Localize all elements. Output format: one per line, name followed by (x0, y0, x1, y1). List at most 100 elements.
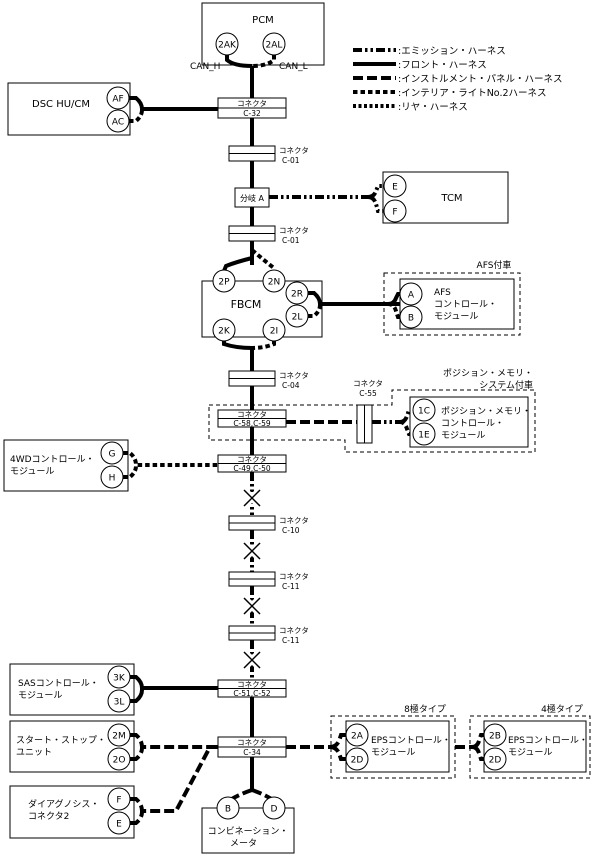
fbcm-pin-2k-label: 2K (218, 327, 231, 337)
break-mark (241, 649, 263, 671)
c10-code: C-10 (282, 526, 300, 535)
c4950-code: C-49,C-50 (233, 464, 271, 473)
diag-name-l1: ダイアグノシス・ (28, 798, 99, 810)
c11b-code: C-11 (282, 636, 300, 645)
connector-c32: コネクタ C-32 (217, 97, 287, 119)
start-stop-module: スタート・ストップ・ ユニット 2M 2O (9, 720, 218, 773)
meter-pin-b-label: B (225, 805, 231, 815)
sas-pin-3k-label: 3K (113, 674, 126, 684)
position-name-l3: モジュール (441, 431, 485, 441)
break-mark (241, 540, 263, 562)
c4950-label: コネクタ (237, 455, 267, 464)
break-mark (241, 595, 263, 617)
connector-c11-upper: コネクタ C-11 (228, 571, 309, 591)
meter-pin-b (216, 796, 240, 820)
eps-8pin-option: 8極タイプ 2A 2D EPSコントロール・ モジュール (330, 703, 456, 779)
eps4-name-l2: モジュール (508, 748, 552, 758)
c01b-label: コネクタ (279, 226, 309, 235)
c55-code: C-55 (359, 389, 377, 398)
combination-meter: B D コンビネーション・ メータ (201, 788, 295, 854)
c5859-code: C-58,C-59 (233, 419, 271, 428)
sas-pin-3l-label: 3L (114, 698, 125, 708)
position-name-l1: ポジション・メモリ・ (441, 406, 531, 417)
legend-rear-label: :リヤ・ハーネス (398, 102, 468, 113)
eps8-name-l2: モジュール (371, 748, 415, 758)
diag-pin-f-label: F (116, 796, 121, 806)
eps4-pin-2b (483, 723, 507, 747)
branch-a: 分岐 A (234, 187, 270, 208)
awd-name-l2: モジュール (10, 467, 54, 477)
c5152-label: コネクタ (237, 680, 267, 689)
pcm-pin-2ak-label: 2AK (218, 41, 237, 51)
start-name-l2: ユニット (16, 748, 52, 758)
afs-name-l2: コントロール・ (434, 300, 497, 310)
afs-name-l1: AFS (434, 288, 451, 298)
c10-label: コネクタ (279, 516, 309, 525)
start-pin-2m-label: 2M (112, 732, 126, 742)
tcm-title: TCM (440, 193, 462, 204)
fbcm-module: 2P 2N FBCM 2R 2L 2K 2I (201, 241, 323, 350)
dsc-module: DSC HU/CM AF AC (7, 82, 218, 136)
fbcm-pin-2i-label: 2I (270, 327, 278, 337)
awd-name-l1: 4WDコントロール・ (10, 455, 95, 465)
tcm-module: TCM E F (382, 171, 509, 224)
branch-a-label: 分岐 A (240, 193, 265, 203)
connector-c5859: コネクタ C-58,C-59 (217, 409, 287, 428)
afs-pin-b-label: B (408, 314, 414, 324)
legend-emission-label: :エミッション・ハーネス (398, 46, 506, 57)
start-name-l1: スタート・ストップ・ (16, 735, 106, 746)
fbcm-pin-2r-label: 2R (291, 290, 303, 300)
afs-pin-a (399, 282, 423, 306)
afs-wire (308, 291, 400, 306)
eps8-group-label: 8極タイプ (404, 703, 446, 715)
can-l-label: CAN_L (279, 62, 308, 72)
connector-c55: コネクタ C-55 (353, 379, 383, 444)
eps4-option-frame (469, 715, 591, 779)
position-group-l2: システム付車 (479, 379, 533, 391)
sas-name-l2: モジュール (18, 691, 62, 701)
connector-c5152: コネクタ C-51,C-52 (217, 679, 287, 698)
position-memory-option-frame (208, 389, 536, 453)
sas-module: SASコントロール・ モジュール 3K 3L (9, 663, 218, 716)
meter-pin-d (262, 796, 286, 820)
connector-c34: コネクタ C-34 (217, 736, 287, 758)
diag-name-l2: コネクタ2 (28, 811, 69, 822)
afs-module: AFS付車 A B AFS コントロール・ モジュール (383, 259, 521, 336)
c01a-label: コネクタ (279, 146, 309, 155)
connector-c01-lower: コネクタ C-01 (228, 225, 309, 245)
position-pin-1c (412, 398, 436, 422)
can-h-label: CAN_H (190, 62, 220, 72)
afs-group-label: AFS付車 (477, 259, 512, 271)
legend: :エミッション・ハーネス :フロント・ハーネス :インストルメント・パネル・ハー… (353, 46, 563, 113)
eps8-name-l1: EPSコントロール・ (371, 736, 451, 746)
fbcm-pin-2n-label: 2N (268, 278, 280, 288)
tcm-pin-f-label: F (392, 208, 397, 218)
connector-c4950: コネクタ C-49,C-50 (217, 454, 287, 473)
c5152-code: C-51,C-52 (233, 689, 271, 698)
start-pin-2o-label: 2O (113, 756, 126, 766)
pcm-module: PCM 2AK 2AL CAN_H CAN_L (190, 2, 325, 72)
position-group-l1: ポジション・メモリ・ (443, 368, 533, 379)
connector-c10: コネクタ C-10 (228, 515, 309, 535)
fbcm-title: FBCM (231, 298, 262, 311)
c01a-code: C-01 (282, 156, 300, 165)
break-marks (241, 487, 263, 671)
c11a-label: コネクタ (279, 572, 309, 581)
legend-instrument-label: :インストルメント・パネル・ハーネス (398, 74, 563, 85)
position-pin-1e-label: 1E (418, 431, 430, 441)
diag-pin-e-label: E (116, 820, 122, 830)
c34-code: C-34 (243, 748, 261, 757)
c04-label: コネクタ (279, 371, 309, 380)
connector-c11-lower: コネクタ C-11 (228, 625, 309, 645)
tcm-pin-f (383, 199, 407, 223)
eps4-pin-2d-label: 2D (489, 756, 502, 766)
connector-c01-upper: コネクタ C-01 (228, 145, 309, 165)
eps8-pin-2d (345, 747, 369, 771)
c34-label: コネクタ (237, 738, 267, 747)
eps8-pin-2a (345, 723, 369, 747)
afs-pin-a-label: A (408, 291, 415, 301)
position-pin-1e (412, 422, 436, 446)
meter-pin-d-label: D (271, 805, 278, 815)
eps4-pin-2d (483, 747, 507, 771)
